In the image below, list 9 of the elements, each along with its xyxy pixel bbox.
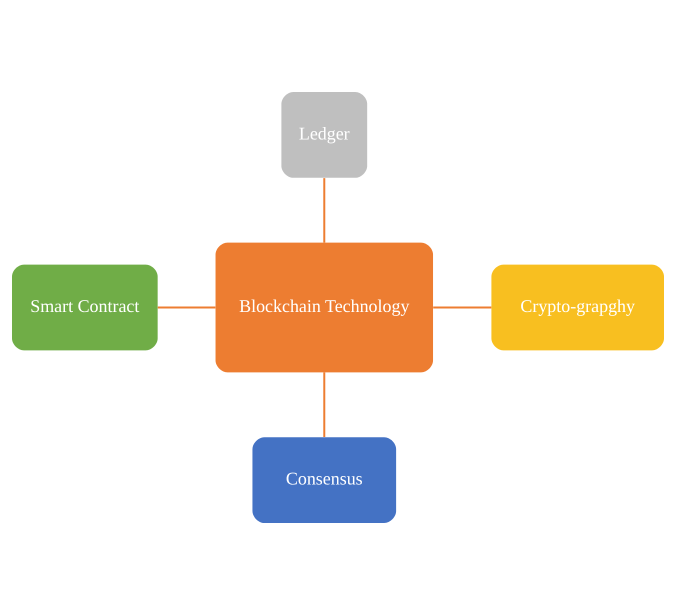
connector xyxy=(323,372,326,437)
connector xyxy=(158,306,216,308)
node-box: Blockchain Technology xyxy=(216,242,434,372)
node-box: Consensus xyxy=(252,437,396,523)
node-box: Crypto-grapghy xyxy=(491,264,664,350)
connector xyxy=(323,178,326,243)
node-box: Smart Contract xyxy=(12,264,158,350)
connector xyxy=(433,306,492,308)
node-box: Ledger xyxy=(281,92,368,178)
